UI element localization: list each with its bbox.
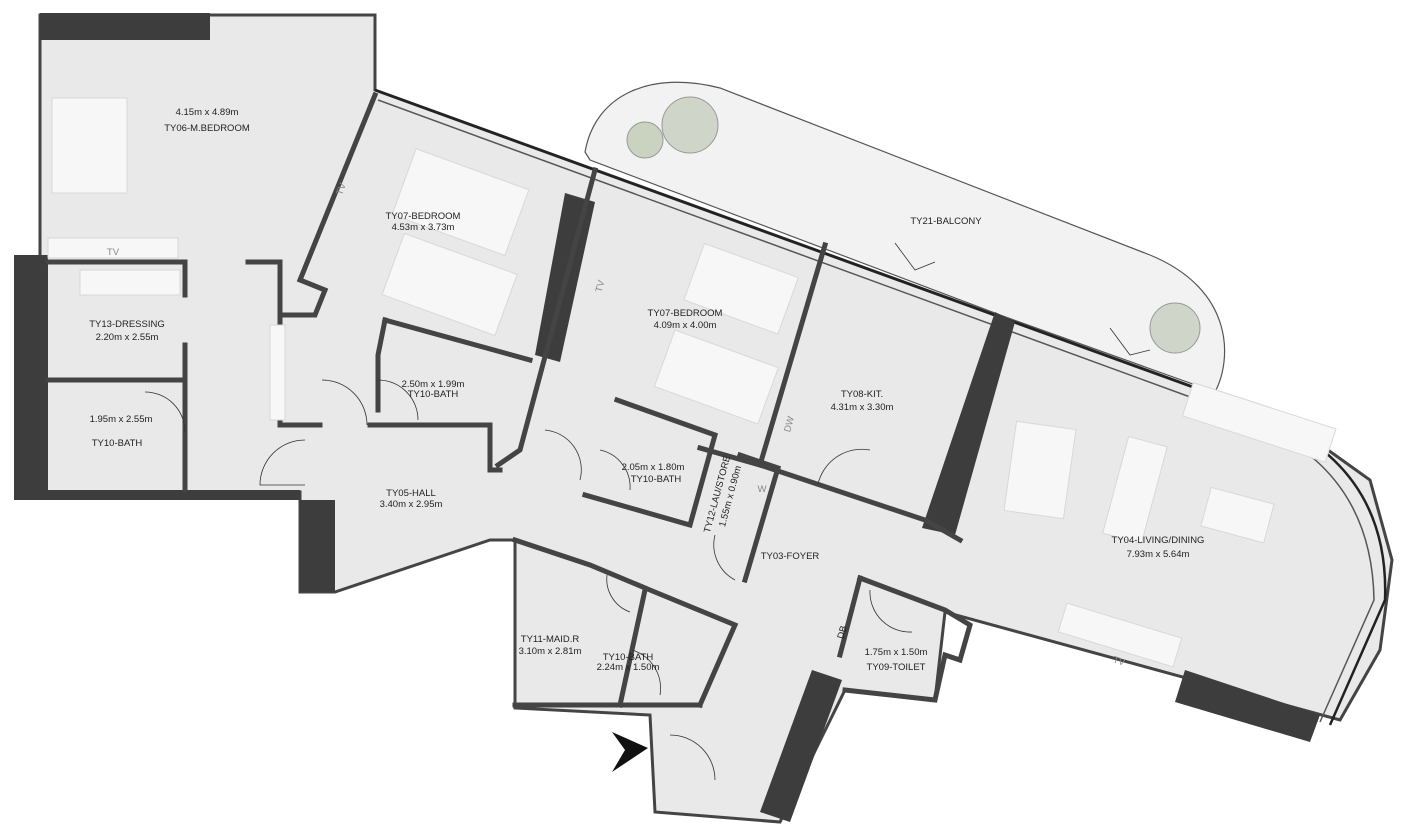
room-size: 3.10m x 2.81m — [519, 646, 582, 657]
room-size: 3.40m x 2.95m — [380, 499, 443, 510]
svg-text:TV: TV — [107, 247, 120, 258]
room-name: TY11-MAID.R — [521, 634, 580, 645]
balcony-area — [584, 81, 1226, 393]
room-size: 2.20m x 2.55m — [96, 332, 159, 343]
structural-wall — [40, 13, 210, 40]
room-size: 1.75m x 1.50m — [865, 647, 928, 658]
room-name: TY10-BATH — [92, 438, 143, 449]
svg-text:DW: DW — [782, 415, 797, 433]
room-size: 7.93m x 5.64m — [1127, 549, 1190, 560]
plant-icon — [1149, 302, 1201, 354]
svg-text:TV: TV — [594, 278, 608, 293]
room-name: TY13-DRESSING — [89, 319, 165, 330]
room-size: 4.31m x 3.30m — [831, 402, 894, 413]
svg-text:W: W — [758, 484, 767, 495]
room-size: 2.24m x 1.50m — [597, 662, 660, 673]
svg-text:TV: TV — [1111, 655, 1126, 669]
room-size: 4.15m x 4.89m — [176, 107, 239, 118]
structural-wall — [14, 490, 335, 592]
room-name: TY08-KIT. — [841, 389, 883, 400]
room-name: TY10-BATH — [603, 652, 654, 663]
structural-column — [1175, 670, 1320, 742]
room-size: 2.05m x 1.80m — [622, 462, 685, 473]
structural-wall — [14, 255, 48, 500]
plant-icon — [626, 121, 664, 159]
room-labels: 4.15m x 4.89m TY06-M.BEDROOM TY07-BEDROO… — [89, 107, 1204, 673]
room-name: TY09-TOILET — [867, 662, 926, 673]
structural-column — [760, 670, 842, 822]
room-name: TY07-BEDROOM — [386, 211, 461, 222]
room-name: TY10-BATH — [408, 389, 459, 400]
room-name: TY06-M.BEDROOM — [164, 123, 250, 134]
svg-text:TV: TV — [334, 181, 349, 197]
room-size: 1.95m x 2.55m — [90, 414, 153, 425]
fixture-labels: TV TV TV TV DW W DB — [107, 181, 1127, 669]
room-name: TY07-BEDROOM — [648, 308, 723, 319]
furniture — [47, 97, 1337, 668]
structural-wall — [14, 490, 335, 592]
room-name: TY05-HALL — [386, 488, 436, 499]
room-name: TY03-FOYER — [761, 551, 820, 562]
entry-arrow-icon — [612, 732, 648, 772]
structural-column — [922, 312, 1015, 535]
room-size: 4.09m x 4.00m — [654, 320, 717, 331]
room-name: TY10-BATH — [631, 474, 682, 485]
room-size: 2.50m x 1.99m — [402, 379, 465, 390]
svg-text:DB: DB — [836, 625, 850, 641]
room-size: 4.53m x 3.73m — [392, 222, 455, 233]
room-name: TY21-BALCONY — [910, 216, 982, 227]
door-swings — [144, 242, 1151, 781]
plant-icon — [661, 96, 719, 154]
room-name: TY04-LIVING/DINING — [1112, 535, 1205, 546]
